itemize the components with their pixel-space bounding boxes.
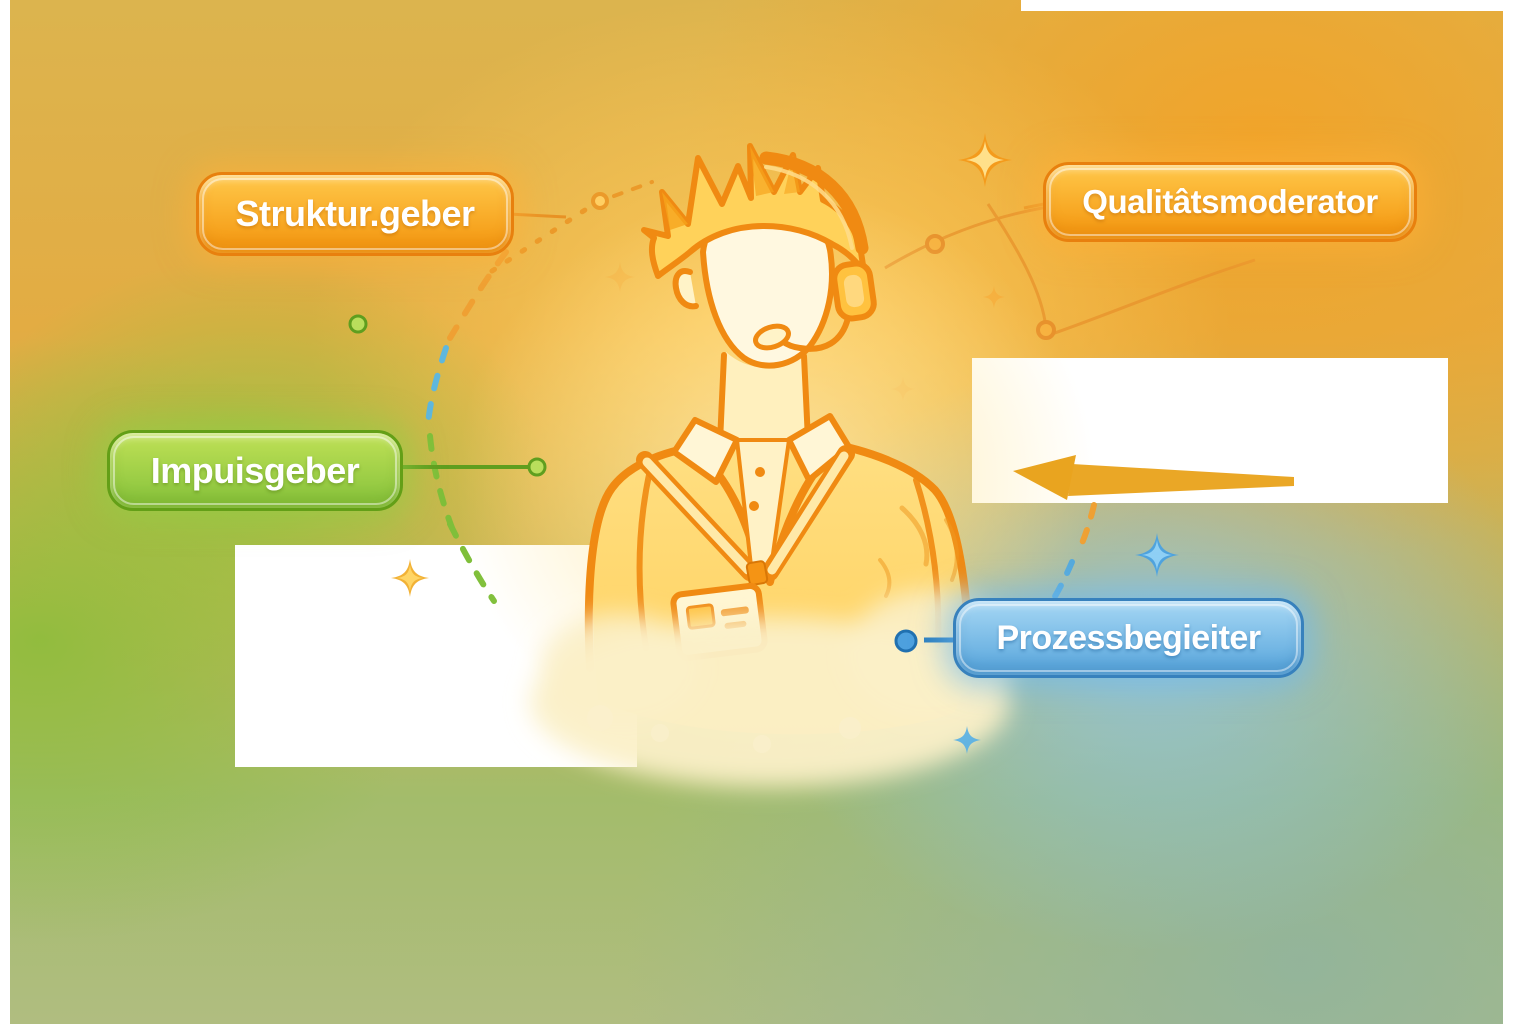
role-badge-strukturgeber: Struktur.geber xyxy=(196,172,514,256)
role-label-qualitaetsmoderator: Qualitâtsmoderator xyxy=(1082,183,1378,220)
connector-prozessbegleiter xyxy=(894,629,954,653)
role-badge-impulsgeber: Impuisgeber xyxy=(107,430,403,511)
role-badge-qualitaetsmoderator: Qualitâtsmoderator xyxy=(1043,162,1417,242)
role-label-strukturgeber: Struktur.geber xyxy=(235,193,475,234)
connector-impulsgeber xyxy=(348,314,547,477)
dotted-trail xyxy=(489,180,654,274)
headset-icon xyxy=(753,151,877,352)
connector-qualitaetsmoderator xyxy=(1023,202,1045,210)
lanyard xyxy=(636,445,855,586)
dashed-orbit-icon xyxy=(447,521,497,604)
role-badge-prozessbegleiter: Prozessbegieiter xyxy=(953,598,1304,678)
arrow-icon xyxy=(1013,455,1294,500)
role-label-impulsgeber: Impuisgeber xyxy=(150,449,360,491)
role-label-prozessbegleiter: Prozessbegieiter xyxy=(996,618,1261,657)
speckles xyxy=(587,705,861,753)
edge-strip-top-right xyxy=(1021,0,1536,11)
edge-strip-left xyxy=(0,0,10,1024)
edge-strip-right xyxy=(1503,0,1536,1024)
connector-strukturgeber xyxy=(507,212,567,219)
